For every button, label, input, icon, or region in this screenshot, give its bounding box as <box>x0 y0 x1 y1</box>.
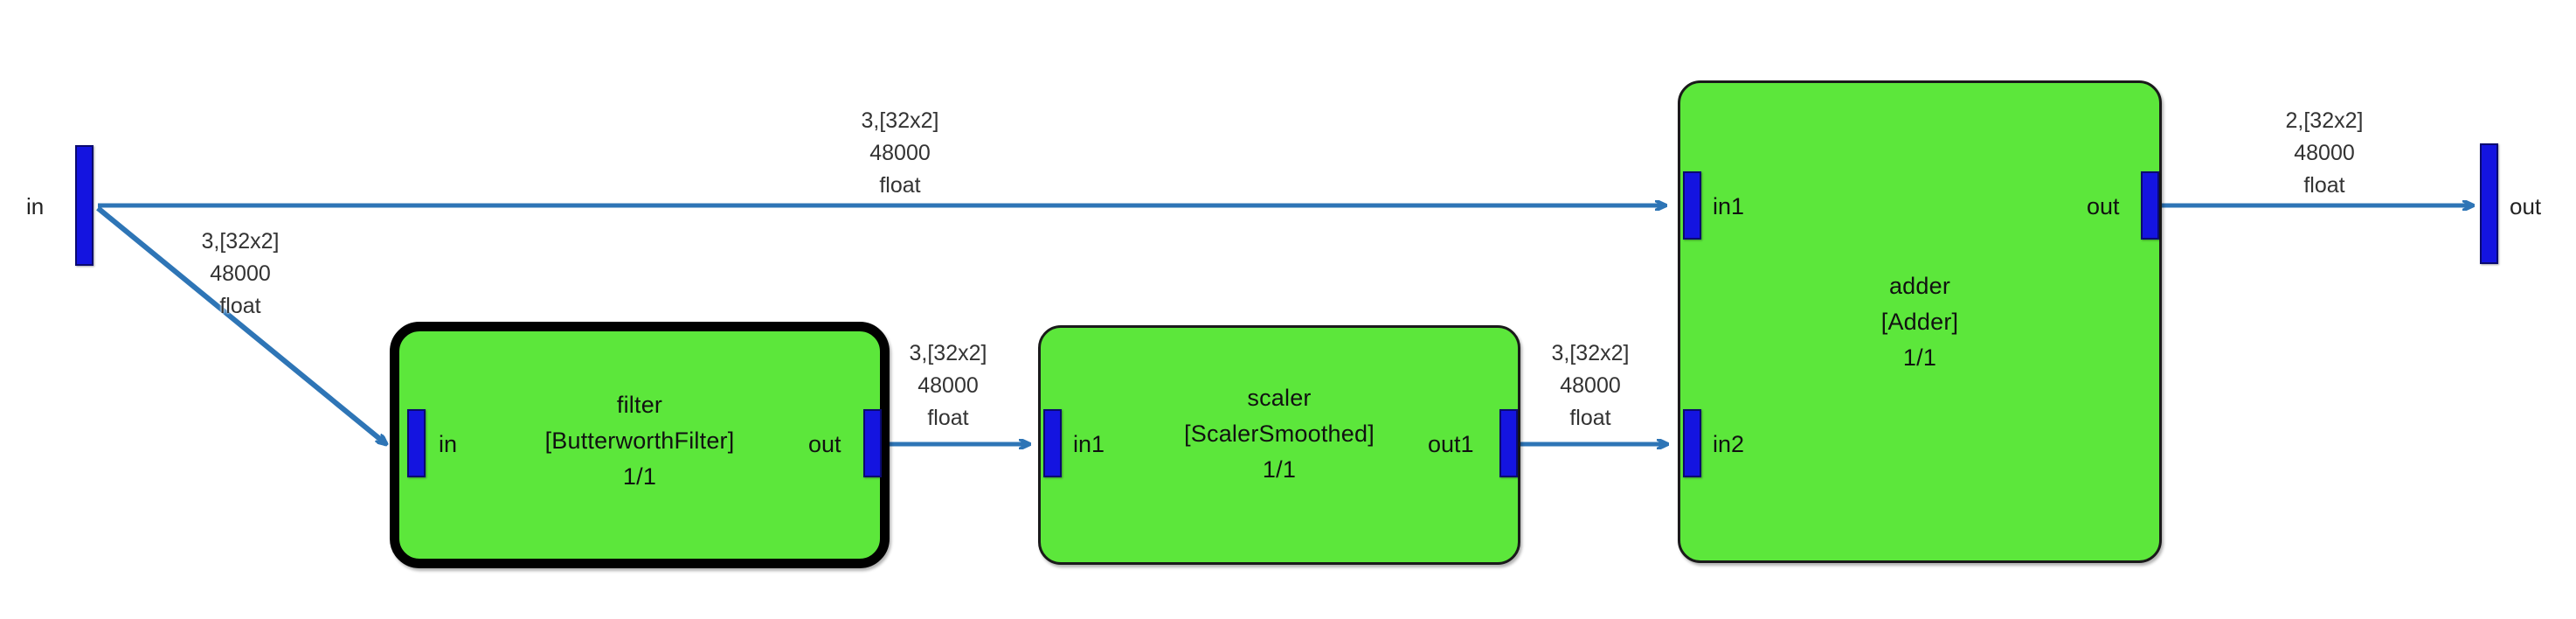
edge-samplerate: 48000 <box>1560 373 1621 398</box>
node-filter-name: filter <box>616 392 663 418</box>
graph-output-label: out <box>2510 193 2542 219</box>
node-adder[interactable]: adder [Adder] 1/1 <box>1678 80 2162 563</box>
edge-datatype: float <box>2303 173 2345 198</box>
node-adder-port-in1-label: in1 <box>1713 193 1745 219</box>
edge-datatype: float <box>927 406 969 430</box>
edge-datatype: float <box>1569 406 1611 430</box>
node-scaler-name: scaler <box>1247 385 1312 411</box>
node-adder-port-out[interactable] <box>2141 171 2159 240</box>
node-filter-port-in-label: in <box>439 431 458 457</box>
node-filter-ratio: 1/1 <box>622 463 657 490</box>
edge-samplerate: 48000 <box>2294 141 2355 165</box>
edge-samplerate: 48000 <box>210 261 271 286</box>
edge-label-in-to-filter-in: 3,[32x2] 48000 float <box>127 226 354 323</box>
node-scaler-port-in1[interactable] <box>1043 409 1062 477</box>
graph-input-label: in <box>26 193 45 219</box>
node-adder-port-in2-label: in2 <box>1713 431 1745 457</box>
graph-output-port[interactable] <box>2480 143 2498 264</box>
node-filter[interactable]: filter [ButterworthFilter] 1/1 <box>390 322 890 568</box>
edge-datatype: float <box>219 294 261 318</box>
edge-samplerate: 48000 <box>869 141 931 165</box>
edge-channels: 3,[32x2] <box>201 229 280 254</box>
edge-channels: 3,[32x2] <box>861 108 939 133</box>
node-filter-port-out-label: out <box>808 431 841 457</box>
node-adder-port-out-label: out <box>2087 193 2120 219</box>
edge-channels: 3,[32x2] <box>909 341 987 365</box>
edge-channels: 3,[32x2] <box>1551 341 1630 365</box>
node-filter-port-in[interactable] <box>407 409 426 477</box>
edge-label-adder-out-to-out: 2,[32x2] 48000 float <box>2211 105 2438 202</box>
node-scaler-port-out1-label: out1 <box>1428 431 1474 457</box>
node-adder-name: adder <box>1888 273 1951 299</box>
node-adder-port-in2[interactable] <box>1683 409 1701 477</box>
node-filter-port-out[interactable] <box>863 409 882 477</box>
node-scaler-port-out1[interactable] <box>1499 409 1518 477</box>
node-adder-port-in1[interactable] <box>1683 171 1701 240</box>
node-scaler-port-in1-label: in1 <box>1073 431 1105 457</box>
node-scaler[interactable]: scaler [ScalerSmoothed] 1/1 <box>1038 325 1520 565</box>
edge-datatype: float <box>879 173 921 198</box>
graph-input-port[interactable] <box>75 145 93 266</box>
edge-samplerate: 48000 <box>918 373 979 398</box>
node-scaler-ratio: 1/1 <box>1262 456 1297 483</box>
node-filter-type: [ButterworthFilter] <box>544 428 735 454</box>
edge-channels: 2,[32x2] <box>2285 108 2364 133</box>
node-scaler-type: [ScalerSmoothed] <box>1184 421 1375 447</box>
edge-label-scaler-out1-to-adder-in2: 3,[32x2] 48000 float <box>1485 337 1695 435</box>
edge-label-filter-out-to-scaler-in1: 3,[32x2] 48000 float <box>843 337 1053 435</box>
node-adder-type: [Adder] <box>1880 309 1959 335</box>
node-adder-ratio: 1/1 <box>1902 344 1937 371</box>
edge-label-in-to-adder-in1: 3,[32x2] 48000 float <box>786 105 1014 202</box>
